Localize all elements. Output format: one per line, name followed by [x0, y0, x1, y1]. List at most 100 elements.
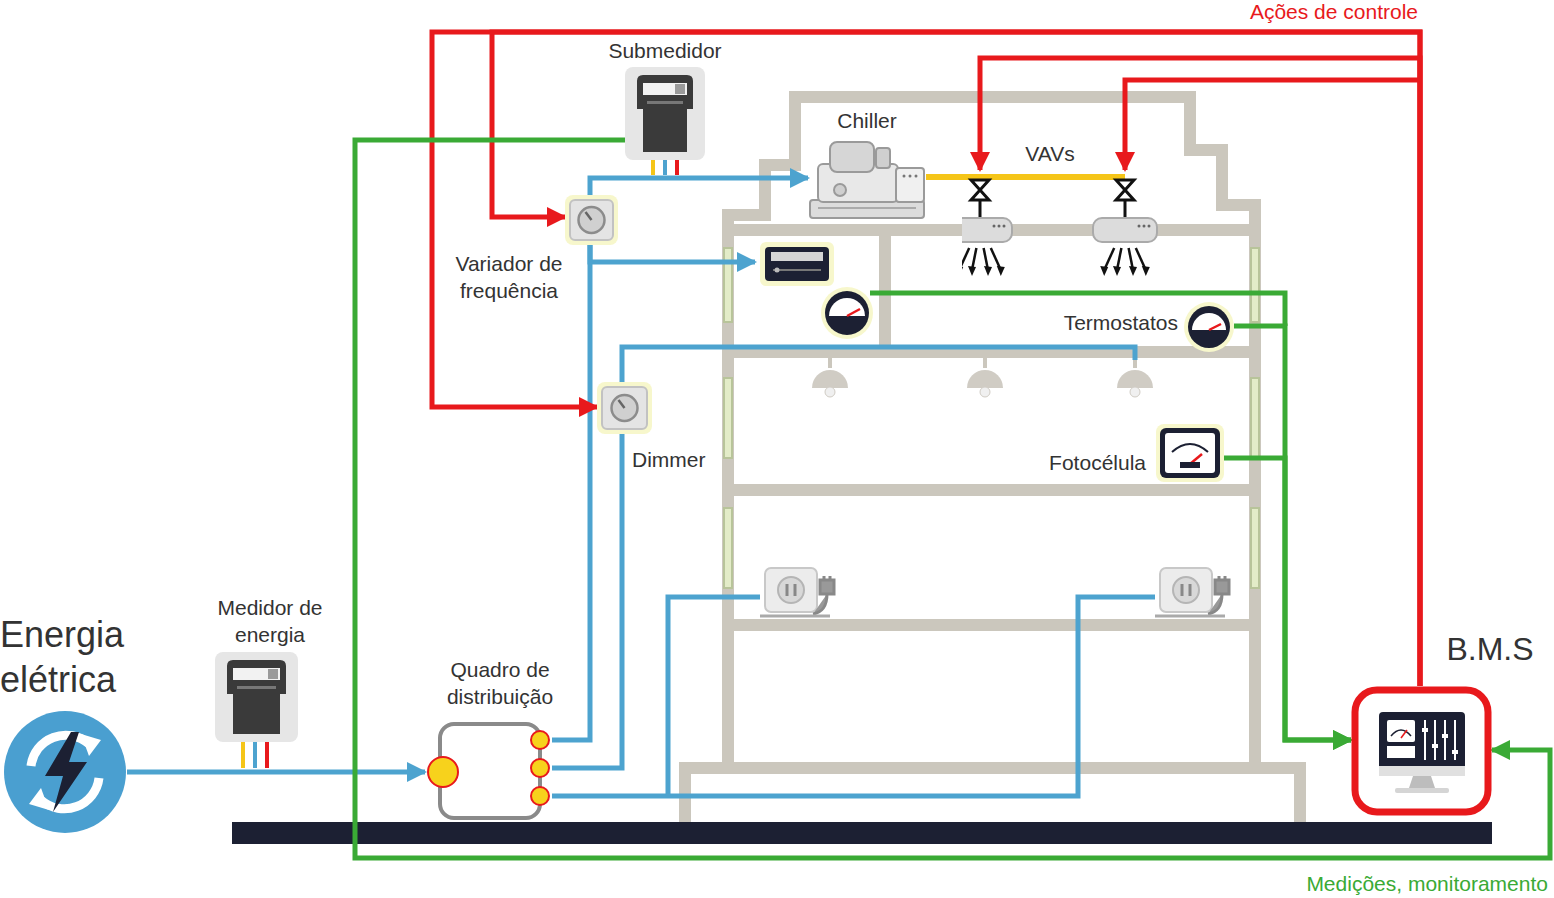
shape-path: [1401, 730, 1407, 738]
shape-rect: [765, 247, 829, 281]
node-label: Submedidor: [590, 37, 740, 64]
shape-path: [760, 615, 830, 618]
shape-path: [1117, 370, 1153, 388]
node-label: Dimmer: [632, 446, 742, 473]
shape-circle: [1143, 225, 1146, 228]
shape-path: [1209, 324, 1221, 330]
shape-path: [971, 180, 989, 200]
node-label: Quadro de distribuição: [420, 656, 580, 711]
shape-path: [962, 248, 969, 270]
connector: [1224, 458, 1351, 740]
shape-rect: [625, 67, 705, 160]
thermostat: [821, 287, 873, 339]
shape-path: [1192, 313, 1226, 330]
shape-path: [265, 742, 269, 768]
shape-rect: [760, 242, 834, 286]
control-wire: [1125, 80, 1420, 170]
shape-path: [675, 160, 679, 175]
shape-circle: [1188, 306, 1230, 348]
shape-rect: [1355, 690, 1488, 812]
shape-g: [812, 370, 1153, 388]
shape-circle: [1130, 387, 1140, 397]
knob-icon: [565, 195, 618, 245]
windows: [724, 248, 1259, 588]
shape-rect: [724, 508, 732, 588]
shape-rect: [1422, 728, 1428, 732]
shape-path: [241, 742, 245, 768]
shape-rect: [647, 101, 683, 104]
bms: B.M.S: [1351, 686, 1492, 816]
shape-path: [663, 160, 667, 175]
shape-path: [1182, 584, 1190, 596]
shape-circle: [998, 225, 1001, 228]
shape-rect: [1442, 734, 1448, 738]
ground-bar: [232, 822, 1492, 844]
photo-icon: [1156, 424, 1224, 482]
shape-rect: [1165, 433, 1215, 473]
shape-path: [586, 212, 592, 220]
energy-meter: Medidor de energia: [215, 652, 298, 742]
vav-units: VAVs: [962, 170, 1182, 280]
connector: [1234, 326, 1351, 740]
shape-rect: [233, 668, 280, 680]
shape-path: [984, 266, 992, 276]
shape-rect: [1251, 508, 1259, 588]
node-label: Termostatos: [1020, 309, 1178, 336]
shape-path: [227, 660, 286, 734]
chiller: Chiller: [808, 138, 926, 222]
shape-path: [847, 309, 860, 316]
wire-caption: Ações de controle: [1180, 0, 1418, 24]
shape-path: [968, 266, 976, 276]
shape-path: [1208, 576, 1229, 614]
energy-icon: [3, 710, 127, 834]
node-label: B.M.S: [1428, 630, 1552, 668]
shape-rect: [1387, 746, 1415, 758]
connector: [552, 245, 590, 740]
shape-path: [773, 269, 821, 271]
shape-rect: [1387, 720, 1415, 742]
shape-circle: [903, 175, 906, 178]
shape-path: [81, 734, 101, 756]
shape-path: [830, 352, 1135, 368]
shape-path: [728, 97, 1255, 236]
shape-rect: [724, 248, 732, 322]
shape-path: [787, 584, 795, 596]
lamps: [812, 352, 1153, 397]
shape-rect: [215, 652, 298, 742]
shape-path: [829, 298, 865, 316]
connector: [590, 178, 808, 195]
shape-polygon: [1409, 776, 1435, 788]
shape-path: [728, 230, 1255, 768]
node-label: Chiller: [800, 107, 934, 134]
shape-circle: [531, 731, 549, 749]
shape-circle: [531, 759, 549, 777]
connector: [492, 32, 1420, 686]
connector: [926, 174, 962, 180]
submeter: Submedidor: [625, 67, 705, 160]
shape-rect: [962, 218, 1012, 242]
shape-rect: [765, 568, 817, 612]
shape-rect: [1379, 712, 1465, 774]
shape-circle: [775, 268, 780, 273]
vav-icon: [962, 170, 1182, 280]
thermo-icon: [1184, 302, 1234, 352]
shape-path: [1172, 444, 1208, 452]
shape-rect: [1432, 744, 1438, 748]
shape-path: [651, 160, 655, 175]
shape-rect: [1251, 248, 1259, 322]
knob-icon: [597, 382, 652, 434]
shape-rect: [1160, 568, 1212, 612]
shape-path: [1425, 720, 1455, 760]
node-label: Variador de frequência: [436, 250, 582, 305]
shape-path: [812, 370, 848, 388]
shape-path: [552, 597, 1155, 796]
shape-path: [637, 75, 693, 152]
shape-path: [1113, 266, 1121, 276]
shape-path: [818, 207, 916, 209]
node-label: Medidor de energia: [200, 594, 340, 649]
shape-path: [1142, 266, 1150, 276]
dimmer: Dimmer: [597, 382, 652, 434]
shape-path: [722, 230, 1261, 625]
shape-rect: [1156, 424, 1224, 482]
